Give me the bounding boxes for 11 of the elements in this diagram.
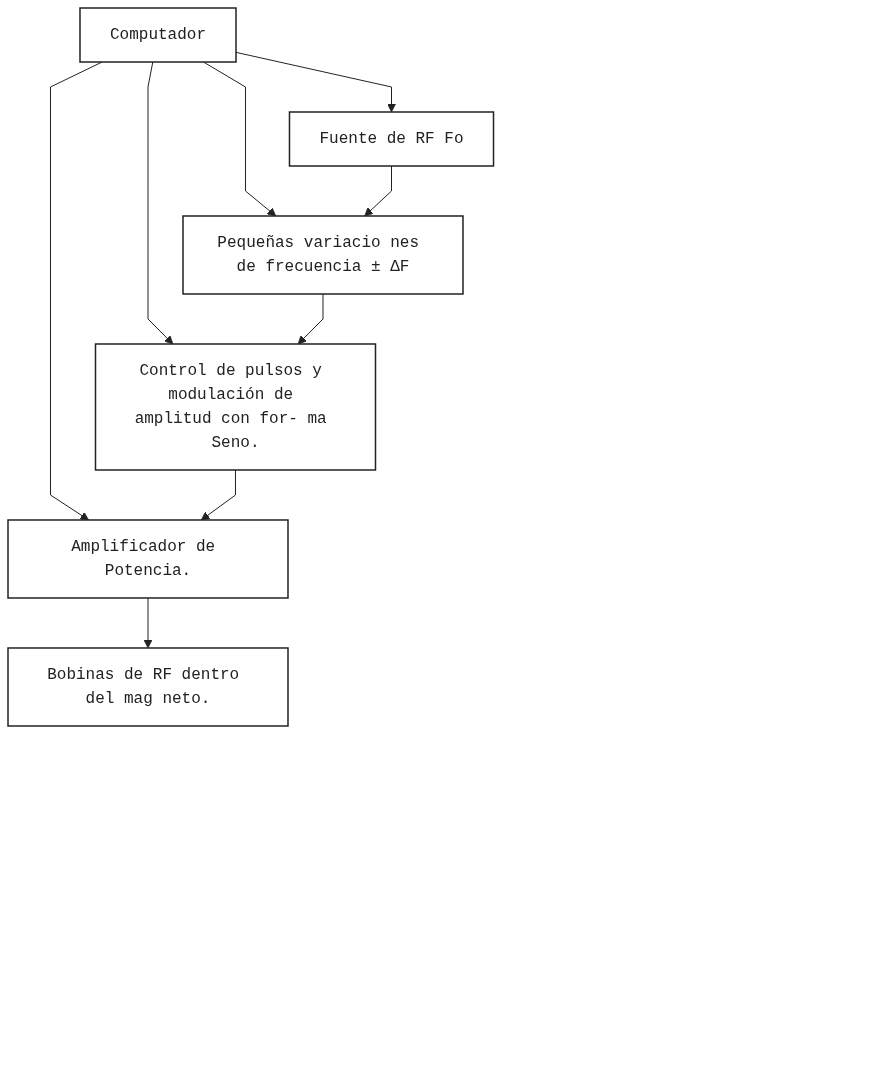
node-box: Amplificador de Potencia. [7, 519, 289, 599]
node-box: Computador [79, 7, 237, 63]
arrow [147, 61, 174, 345]
node-box: Pequeñas variacio nes de frecuencia ± ΔF [182, 215, 464, 295]
arrow [143, 597, 153, 649]
arrow [200, 469, 236, 521]
node-box: Control de pulsos y modulación de amplitud con for- ma Seno. [94, 343, 377, 471]
node-box: Bobinas de RF dentro del mag neto. [7, 647, 289, 727]
node-box: Fuente de RF Fo [288, 111, 495, 167]
arrow [364, 165, 392, 217]
arrow [297, 293, 324, 345]
